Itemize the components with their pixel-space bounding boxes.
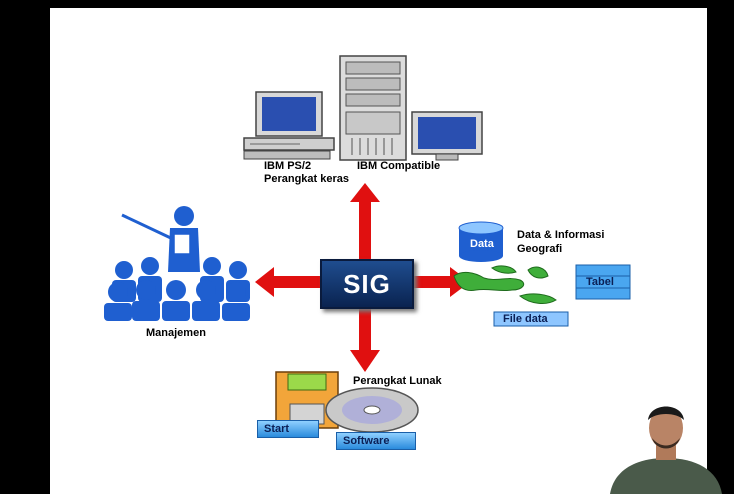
- server-tower-icon: [339, 55, 407, 161]
- floppy-disk-icon: [275, 371, 339, 429]
- table-icon: [575, 264, 631, 300]
- arrow-up: [350, 183, 380, 260]
- start-tag: Start: [257, 420, 319, 438]
- software-title: Perangkat Lunak: [353, 375, 442, 387]
- desktop-computer-icon: [243, 91, 335, 160]
- cd-disc-icon: [325, 387, 419, 433]
- table-label: Tabel: [586, 276, 614, 288]
- database-icon: [458, 221, 504, 262]
- management-label: Manajemen: [146, 327, 206, 339]
- arrow-down: [350, 304, 380, 372]
- data-title-line2: Geografi: [517, 243, 563, 255]
- arrow-left: [255, 267, 322, 297]
- presenter-icon: [121, 206, 200, 272]
- sig-center-box: SIG: [320, 259, 414, 309]
- file-data-icon: [493, 311, 569, 327]
- hardware-label-ibm-compatible: IBM Compatible: [357, 160, 441, 172]
- hardware-label-ibm-ps2: IBM PS/2: [264, 160, 312, 172]
- file-data-label: File data: [503, 313, 548, 325]
- software-tag: Software: [336, 432, 416, 450]
- audience-icon: [104, 257, 250, 321]
- monitor-icon: [411, 111, 483, 161]
- data-title-line1: Data & Informasi: [517, 229, 605, 241]
- hardware-label-perangkat-keras: Perangkat keras: [264, 173, 349, 185]
- database-label: Data: [470, 238, 494, 250]
- webcam-presenter-icon: [610, 406, 722, 494]
- map-icon: [453, 265, 557, 304]
